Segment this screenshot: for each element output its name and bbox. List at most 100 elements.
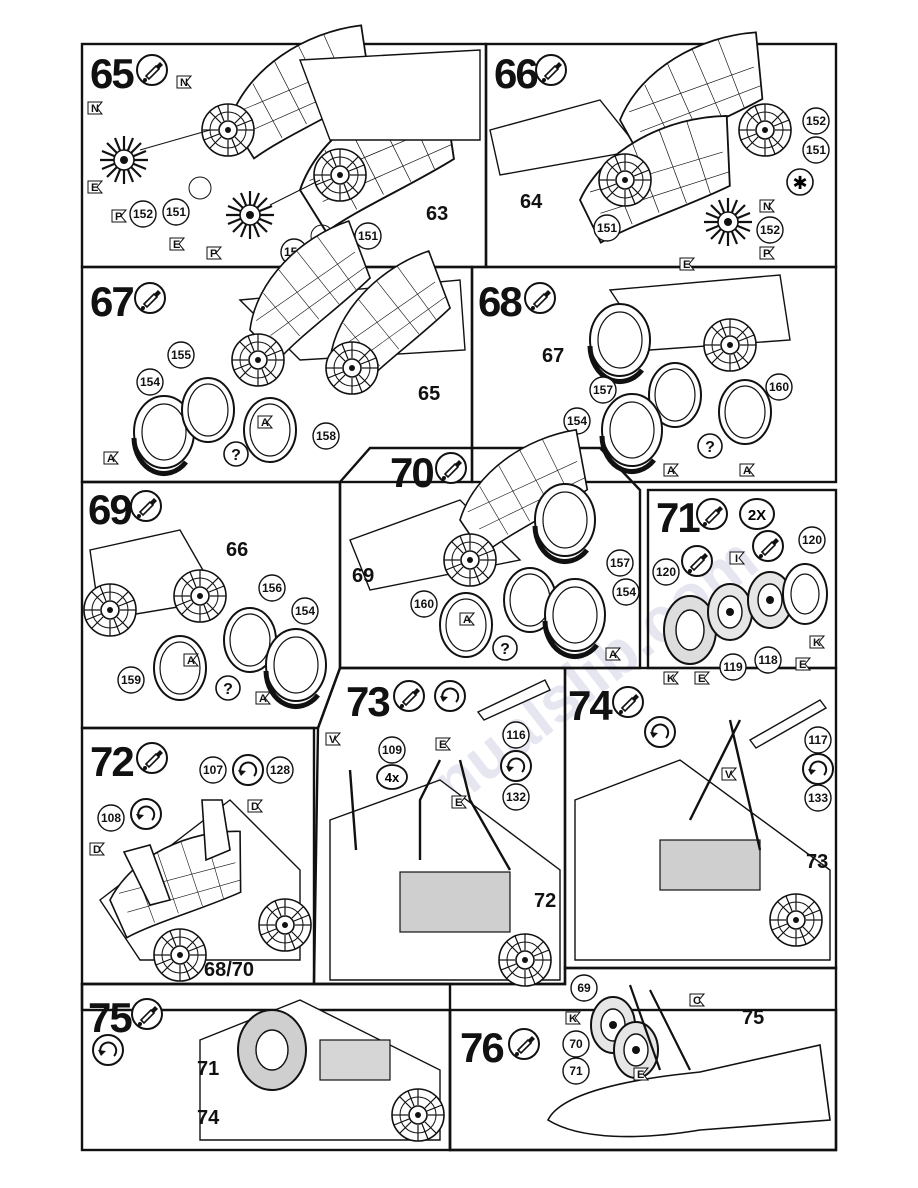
part-number: 109 <box>382 743 402 757</box>
part-flag: P <box>763 248 770 260</box>
part-flag: K <box>813 637 821 649</box>
part-number: 160 <box>414 597 434 611</box>
part-flag: E <box>173 239 180 251</box>
quantity-label: 2X <box>748 507 766 524</box>
question-icon <box>223 441 249 467</box>
callout-label: 71 <box>197 1058 219 1080</box>
engine-radial <box>703 318 757 372</box>
part-number: 156 <box>262 581 282 595</box>
part-flag: K <box>569 1013 577 1025</box>
part-number: 69 <box>577 981 591 995</box>
step-73: 73 109 116 132 4x V E E 72 <box>325 678 561 987</box>
glue-icon <box>136 742 168 774</box>
part-flag: D <box>93 844 101 856</box>
engine-radial <box>443 533 497 587</box>
glue-icon <box>393 680 425 712</box>
fuselage-illustration <box>546 1044 831 1138</box>
rotate-icon <box>92 1034 124 1066</box>
part-number: 107 <box>203 763 223 777</box>
step-72: 72 107 128 108 D D 68/70 <box>89 738 312 982</box>
part-flag: E <box>455 797 462 809</box>
engine-cowl <box>535 484 595 562</box>
question-icon <box>215 675 241 701</box>
part-flag: I <box>735 553 738 565</box>
part-number: 151 <box>597 221 617 235</box>
part-flag: E <box>698 673 705 685</box>
part-flag: N <box>180 77 188 89</box>
step-74: 74 117 133 V 73 <box>568 682 834 961</box>
glue-icon <box>524 282 556 314</box>
engine-radial <box>391 1088 445 1142</box>
engine-radial <box>738 103 792 157</box>
wheel-hub <box>707 583 753 641</box>
asterisk-symbol: ✱ <box>792 173 807 194</box>
engine-radial <box>173 569 227 623</box>
engine-cowl <box>266 629 326 707</box>
part-flag: N <box>763 201 771 213</box>
quantity-badge <box>376 764 408 790</box>
question-mark: ? <box>500 641 510 658</box>
callout-label: 69 <box>352 565 374 587</box>
part-number: 154 <box>567 414 587 428</box>
cowl-ring <box>243 397 297 463</box>
part-flag: E <box>439 739 446 751</box>
engine-cowl <box>590 304 650 382</box>
callout-label: 68/70 <box>204 959 254 981</box>
part-flag: E <box>799 659 806 671</box>
step-71: 71 2X 120 120 119 118 I K E E <box>652 494 828 685</box>
engine-cowl <box>545 579 605 657</box>
rotate-icon <box>434 680 466 712</box>
step-76: 76 69 70 71 C K E 75 <box>460 974 831 1138</box>
part-flag: A <box>259 693 267 705</box>
part-number: 157 <box>593 383 613 397</box>
step-number: 70 <box>390 449 433 496</box>
panel-step-76 <box>448 1008 838 1152</box>
engine-radial <box>83 583 137 637</box>
part-flag: A <box>743 465 751 477</box>
question-icon <box>492 635 518 661</box>
step-75: 75 71 74 <box>88 994 445 1142</box>
step-70: 70 157 154 160 ? A A 69 <box>349 426 640 661</box>
wheel-bay-hatched <box>319 1039 391 1081</box>
glue-icon <box>136 54 168 86</box>
glue-icon <box>508 1028 540 1060</box>
part-flag: A <box>667 465 675 477</box>
engine-radial <box>231 333 285 387</box>
part-number: 118 <box>758 653 778 667</box>
callout-label: 66 <box>226 539 248 561</box>
part-flag: K <box>667 673 675 685</box>
part-number: 151 <box>358 229 378 243</box>
part-number: 120 <box>656 565 676 579</box>
part-flag: P <box>115 211 122 223</box>
step-number: 68 <box>478 278 522 325</box>
part-number: 158 <box>316 429 336 443</box>
engine-radial <box>498 933 552 987</box>
question-mark: ? <box>705 439 715 456</box>
step-number: 71 <box>656 494 700 541</box>
step-65: 65 152 151 152 151 N N E P E <box>87 21 481 266</box>
part-number: 108 <box>101 811 121 825</box>
step-66: 66 152 151 151 152 ✱ N E P 64 <box>489 28 830 271</box>
glue-icon <box>131 998 163 1030</box>
callout-label: 65 <box>418 383 440 405</box>
part-flag: A <box>261 417 269 429</box>
part-number: 152 <box>133 207 153 221</box>
step-number: 69 <box>88 486 131 533</box>
asterisk-icon <box>786 168 814 196</box>
glue-icon <box>435 452 467 484</box>
glue-icon <box>535 54 567 86</box>
part-number: 151 <box>166 205 186 219</box>
part-number: 71 <box>569 1064 583 1078</box>
panel-borders <box>80 42 838 1152</box>
part-flag: A <box>187 655 195 667</box>
step-67: 67 155 154 158 ? A A 65 <box>90 217 473 473</box>
glue-icon <box>130 490 162 522</box>
callout-label: 67 <box>542 345 564 367</box>
part-number: 132 <box>506 790 526 804</box>
part-flag: E <box>91 182 98 194</box>
question-mark: ? <box>223 681 233 698</box>
callout-label: 63 <box>426 203 448 225</box>
part-flag: C <box>693 995 701 1007</box>
panel-step-68 <box>470 265 838 484</box>
